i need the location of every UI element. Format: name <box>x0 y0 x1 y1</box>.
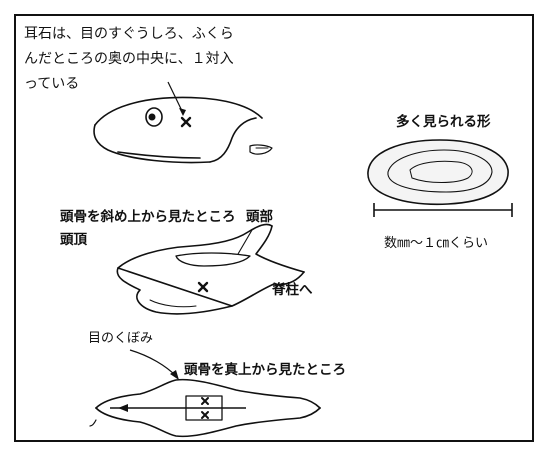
common-shape-label: 多く見られる形 <box>396 114 491 130</box>
figure-frame <box>14 14 534 442</box>
otolith-mark-icon <box>180 116 192 128</box>
note-line-2: んだところの奥の中央に、１対入 <box>24 51 234 67</box>
to-spine-label: 脊柱へ <box>272 282 313 298</box>
leader-line-note <box>167 81 184 114</box>
skull-otolith-mark-icon <box>197 281 209 293</box>
size-scale-bar <box>373 203 513 217</box>
top-view-label: 頭骨を真上から見たところ <box>184 362 346 378</box>
otolith-shape-drawing <box>367 139 509 206</box>
eye-socket-label: 目のくぼみ <box>88 331 154 346</box>
head-label: 頭部 <box>246 209 273 225</box>
note-line-1: 耳石は、目のすぐうしろ、ふくら <box>24 26 234 42</box>
diagonal-view-label: 頭骨を斜め上から見たところ <box>60 209 236 225</box>
leader-arrowhead-eye <box>170 370 179 380</box>
skull-top-otolith-marks-icon <box>201 397 209 419</box>
fish-eye-icon <box>145 107 163 127</box>
size-label: 数㎜〜１㎝くらい <box>384 236 489 251</box>
otolith-location-note: 耳石は、目のすぐうしろ、ふくら んだところの奥の中央に、１対入 っている <box>24 22 269 97</box>
note-line-3: っている <box>24 76 80 92</box>
crown-label: 頭頂 <box>60 232 87 248</box>
axis-arrow <box>110 404 246 412</box>
leader-arrowhead <box>179 108 186 116</box>
leader-line-eye-socket <box>129 349 177 377</box>
skull-diagonal-drawing <box>116 223 305 315</box>
leader-line-head <box>237 229 253 255</box>
fish-head-drawing <box>93 96 273 164</box>
